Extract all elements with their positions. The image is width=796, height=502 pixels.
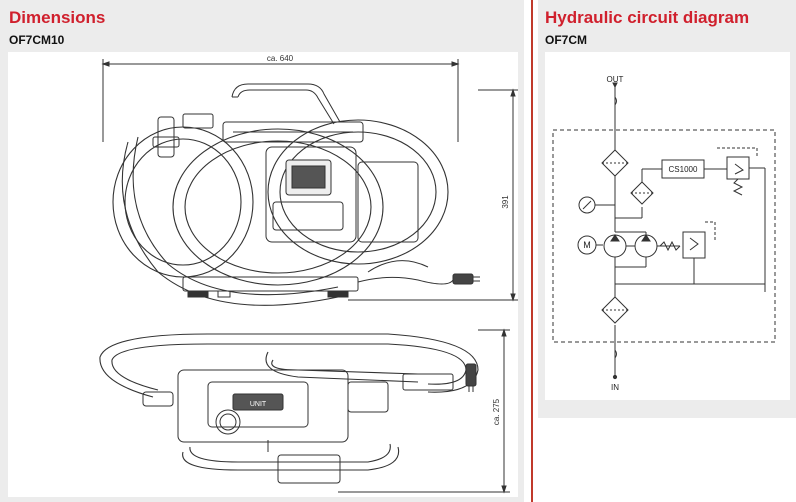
dimensions-model: OF7CM10 [9,33,65,47]
dimension-drawing: ca. 640 391 [99,54,518,494]
pressure-switch [726,156,750,180]
width-dimension: ca. 640 [101,54,460,142]
hydraulic-circuit: OUT IN CS1000 [552,75,776,392]
height-dimension-label: 391 [501,195,510,209]
motor-label: M [583,240,591,250]
relief-valve [682,231,706,259]
circuit-model: OF7CM [545,33,587,47]
depth-dimension: ca. 275 [338,328,510,494]
main-filter [601,149,629,177]
sensor-branch: CS1000 [615,147,766,292]
plan-hose-loops [99,333,479,471]
hose-loops [112,119,449,306]
carry-handle [231,83,341,125]
dimensions-drawing-area: ca. 640 391 [8,52,518,497]
suction-filter [601,296,629,324]
circuit-title: Hydraulic circuit diagram [545,8,750,27]
height-dimension: 391 [348,88,518,302]
width-dimension-label: ca. 640 [267,54,294,63]
power-cable [357,260,480,285]
depth-dimension-label: ca. 275 [492,398,501,425]
base-frame [182,276,359,298]
panel-divider [531,0,533,502]
pump-unit [152,113,419,243]
in-label: IN [611,383,619,392]
plan-unit-plate: UNIT [250,401,267,408]
plan-pump-unit: UNIT [142,369,454,484]
plan-power-plug [465,363,477,392]
out-label: OUT [607,75,624,84]
motor-pump-group: M [577,221,765,285]
dimensions-title: Dimensions [9,8,106,27]
pressure-gauge [578,196,615,214]
cs1000-label: CS1000 [669,165,698,174]
circuit-drawing-area: OUT IN CS1000 [545,52,790,400]
main-line [612,82,618,380]
